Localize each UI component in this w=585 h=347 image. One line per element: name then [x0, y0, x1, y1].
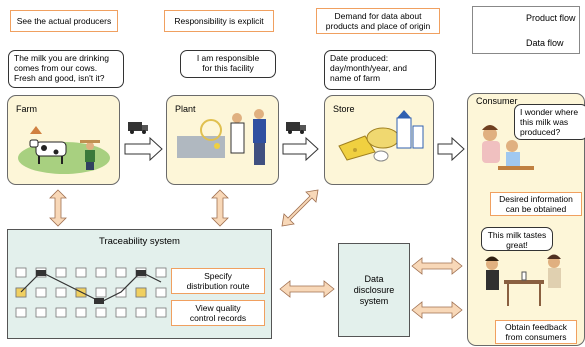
- plant-panel: Plant: [166, 95, 279, 185]
- consumer-label: Consumer: [476, 96, 518, 106]
- traceability-route-map: [15, 267, 167, 318]
- truck-icon: [286, 122, 306, 134]
- farm-speech-bubble: The milk you are drinking comes from our…: [8, 50, 124, 88]
- traceability-system-box: Traceability system Specify distribution…: [7, 229, 272, 339]
- data-disclosure-system-box: Data disclosure system: [338, 243, 410, 337]
- consumer-speech-bubble: I wonder where this milk was produced?: [514, 104, 585, 140]
- product-flow-arrow-store-consumer: [437, 136, 465, 162]
- specify-route-box: Specify distribution route: [171, 268, 265, 294]
- store-panel: Store: [324, 95, 434, 185]
- data-flow-arrow-store: [281, 189, 319, 227]
- plant-speech-bubble: I am responsible for this facility: [180, 50, 276, 78]
- product-flow-arrow-plant-store: [282, 136, 319, 162]
- data-flow-arrow-plant: [211, 189, 229, 227]
- note-demand: Demand for data about products and place…: [316, 8, 440, 34]
- farm-illustration: [18, 126, 110, 174]
- store-speech-bubble: Date produced: day/month/year, and name …: [324, 50, 436, 90]
- truck-icon: [128, 122, 148, 134]
- farm-panel: Farm: [7, 95, 120, 185]
- consumer-taste-bubble: This milk tastes great!: [481, 227, 553, 251]
- note-see-producers: See the actual producers: [10, 10, 118, 32]
- plant-label: Plant: [175, 104, 196, 114]
- product-flow-arrow-farm-plant: [124, 136, 163, 162]
- legend-data-label: Data flow: [526, 38, 564, 48]
- store-illustration: [338, 110, 424, 162]
- legend: Product flow Data flow: [472, 6, 580, 54]
- consumer-illustration: [482, 125, 561, 306]
- data-flow-arrow-consumer-lower: [411, 301, 463, 319]
- plant-illustration: [177, 109, 266, 165]
- data-flow-arrow-trace-disclosure: [279, 280, 335, 298]
- data-flow-arrow-consumer-upper: [411, 257, 463, 275]
- quality-records-box: View quality control records: [171, 300, 265, 326]
- legend-product-label: Product flow: [526, 13, 576, 23]
- note-responsibility: Responsibility is explicit: [164, 10, 274, 32]
- traceability-title: Traceability system: [99, 236, 180, 247]
- store-label: Store: [333, 104, 355, 114]
- data-flow-arrow-farm: [49, 189, 67, 227]
- farm-label: Farm: [16, 104, 37, 114]
- consumer-info-box: Desired information can be obtained: [490, 192, 582, 216]
- consumer-feedback-box: Obtain feedback from consumers: [495, 320, 577, 344]
